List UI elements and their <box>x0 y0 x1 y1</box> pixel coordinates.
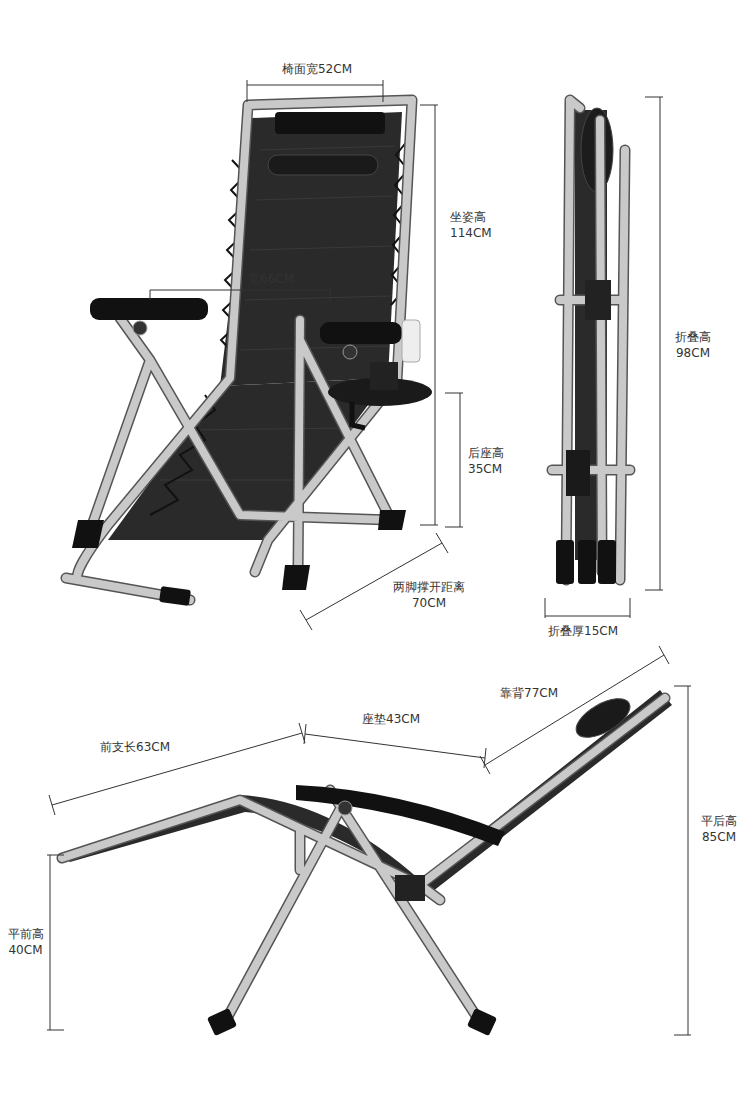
drawing-part <box>395 875 425 901</box>
dimension-label: 两脚撑开距离 70CM <box>384 580 474 611</box>
dimension-label: 前支长63CM <box>100 740 180 756</box>
drawing-part <box>268 155 378 175</box>
dimension-label: 宽66CM <box>248 272 308 288</box>
drawing-part <box>343 345 357 359</box>
dimension-label: 座垫43CM <box>362 712 442 728</box>
drawing-part <box>570 691 636 745</box>
drawing-part <box>90 298 208 320</box>
drawing-part <box>585 280 611 320</box>
dimension-label: 靠背77CM <box>500 686 580 702</box>
upright-chair <box>66 100 432 606</box>
dimension-label: 平前高 40CM <box>3 927 48 958</box>
drawing-part <box>674 686 691 1035</box>
dimension-label: 椅面宽52CM <box>262 62 372 78</box>
drawing-part <box>207 1008 237 1036</box>
drawing-part <box>66 100 412 600</box>
drawing-part <box>250 246 392 250</box>
drawing-part <box>552 100 630 580</box>
dimension-label: 折叠厚15CM <box>548 624 638 640</box>
drawing-part <box>320 322 402 344</box>
drawing-part <box>378 510 406 530</box>
dimension-label: 平后高 85CM <box>696 814 742 845</box>
folded-chair <box>552 100 630 584</box>
drawing-part <box>47 855 64 1030</box>
drawing-part <box>62 698 665 1022</box>
drawing-part <box>260 146 395 150</box>
dimension-label: 折叠高 98CM <box>670 330 716 361</box>
drawing-part <box>402 320 420 362</box>
drawing-part <box>578 540 596 584</box>
drawing-part <box>150 290 330 302</box>
drawing-part <box>150 140 408 515</box>
drawing-part <box>480 646 669 774</box>
drawing-part <box>545 598 630 618</box>
drawing-part <box>338 801 352 815</box>
drawing-part <box>552 100 630 580</box>
drawing-part <box>556 540 574 584</box>
drawing-part <box>247 80 383 102</box>
drawing-part <box>645 97 663 590</box>
drawing-part <box>240 346 389 350</box>
reclined-chair <box>62 690 672 1036</box>
drawing-part <box>160 480 315 481</box>
drawing-part <box>190 428 350 430</box>
drawing-part <box>275 112 385 134</box>
drawing-part <box>62 698 665 1022</box>
drawing-part <box>296 785 505 846</box>
drawing-part <box>245 296 390 300</box>
drawing-part <box>566 450 590 496</box>
drawing-part <box>445 393 463 527</box>
drawing-part <box>420 105 438 525</box>
drawing-part <box>66 100 412 600</box>
drawing-part <box>159 586 191 606</box>
drawing-part <box>598 540 616 584</box>
drawing-part <box>370 362 398 390</box>
drawing-part <box>255 196 393 200</box>
drawing-part <box>49 723 305 815</box>
drawing-part <box>72 520 104 548</box>
dimension-lines <box>47 80 691 1035</box>
drawing-part <box>66 100 412 600</box>
drawing-part <box>352 402 365 428</box>
drawing-part <box>467 1008 497 1036</box>
drawing-part <box>133 321 147 335</box>
drawing-part <box>62 698 665 1022</box>
dimension-label: 坐姿高 114CM <box>450 210 496 241</box>
dimension-label: 后座高 35CM <box>468 446 514 477</box>
drawing-part <box>282 565 310 590</box>
drawing-part <box>552 100 630 580</box>
drawing-part <box>304 724 486 768</box>
